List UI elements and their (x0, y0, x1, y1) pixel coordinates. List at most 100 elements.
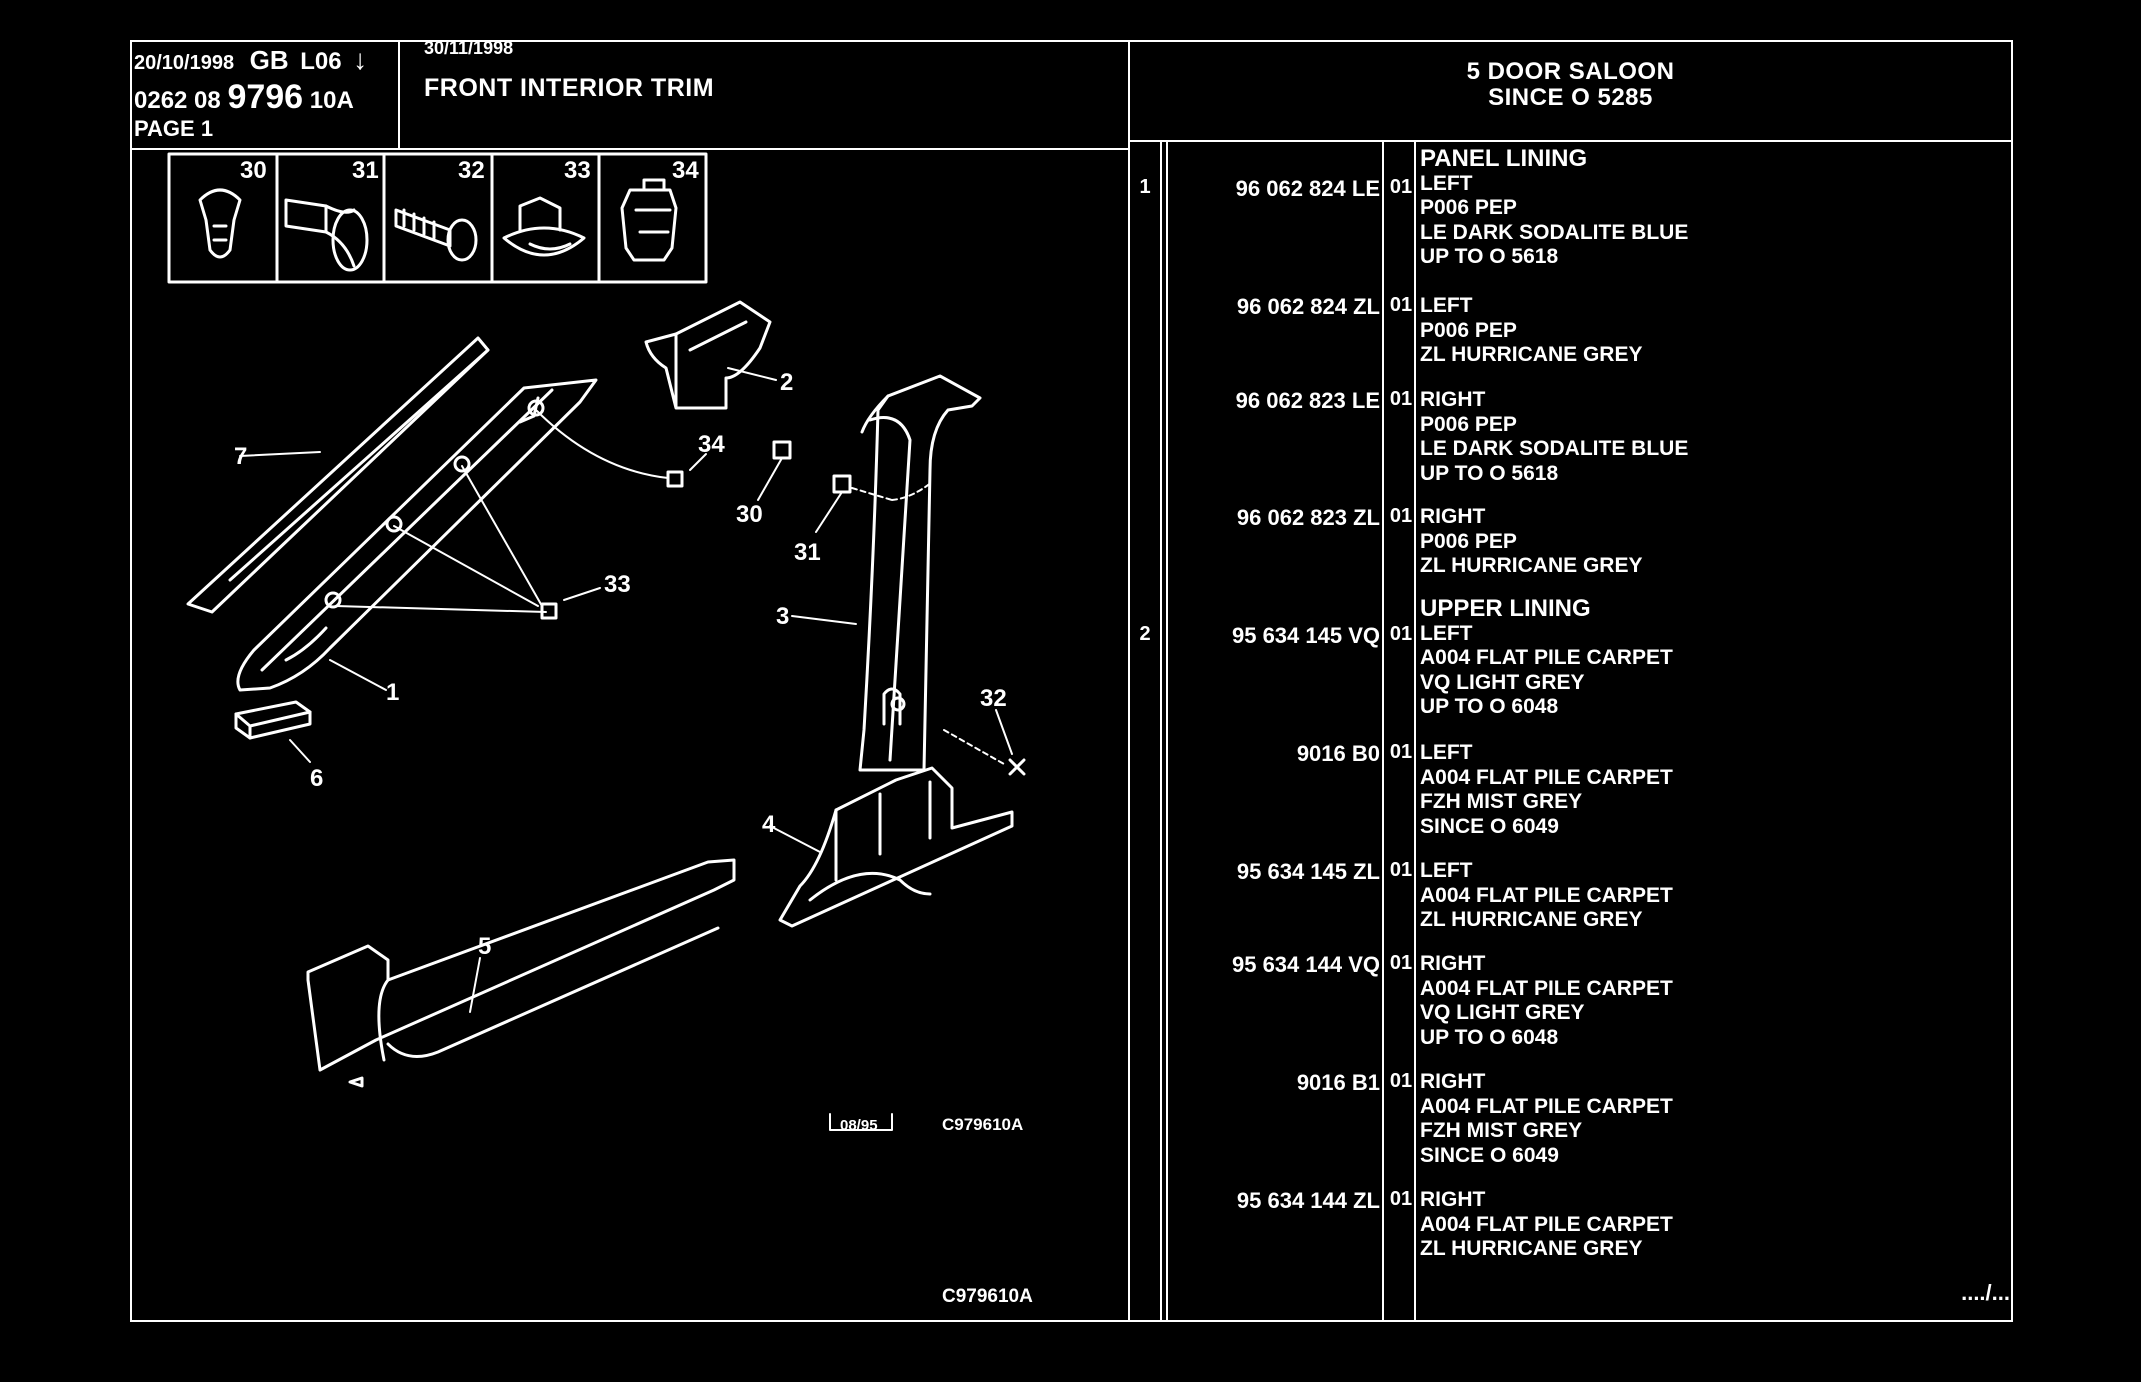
part-3 (791, 374, 982, 772)
callout-32: 32 (980, 685, 1007, 712)
part-2 (644, 300, 777, 410)
part-description: UPPER LINING LEFT A004 FLAT PILE CARPET … (1420, 595, 1673, 720)
part-group-title: UPPER LINING (1420, 595, 1591, 622)
part-5 (306, 858, 736, 1088)
footer-ref: C979610A (942, 1286, 1033, 1307)
part-group-title: PANEL LINING (1420, 145, 1588, 172)
quantity: 01 (1389, 294, 1413, 316)
fastener-label-31: 31 (352, 157, 379, 184)
header-separator (398, 40, 400, 149)
desc-line: A004 FLAT PILE CARPET (1420, 1212, 1673, 1236)
col-line-qty (1414, 142, 1416, 1322)
desc-line: P006 PEP (1420, 412, 1517, 436)
stamp-ref: C979610A (942, 1115, 1023, 1134)
col-line-partno (1382, 142, 1384, 1322)
callout-7: 7 (234, 443, 247, 470)
desc-line: RIGHT (1420, 505, 1486, 528)
part-description: RIGHT P006 PEP LE DARK SODALITE BLUE UP … (1420, 388, 1688, 486)
part-number[interactable]: 9016 B1 (1296, 1070, 1380, 1095)
header-region: GB (249, 45, 289, 75)
catalog-frame (130, 40, 2013, 1322)
desc-line: RIGHT (1420, 1070, 1486, 1093)
part-number[interactable]: 96 062 823 LE (1235, 388, 1380, 413)
fastener-label-30: 30 (240, 157, 267, 184)
quantity: 01 (1389, 176, 1413, 198)
desc-line: RIGHT (1420, 1188, 1486, 1211)
stamp-date: 08/95 (840, 1117, 878, 1134)
header-date2: 30/11/1998 (424, 38, 514, 58)
desc-line: LEFT (1420, 294, 1473, 317)
desc-line: A004 FLAT PILE CARPET (1420, 976, 1673, 1000)
desc-line: LE DARK SODALITE BLUE (1420, 220, 1689, 244)
fastener-34-icon (620, 178, 678, 262)
desc-line: LEFT (1420, 621, 1473, 645)
callout-1: 1 (386, 679, 399, 706)
desc-line: A004 FLAT PILE CARPET (1420, 646, 1673, 669)
callout-33: 33 (604, 571, 631, 598)
catalog-prefix: 0262 08 (134, 87, 221, 114)
part-number[interactable]: 96 062 824 ZL (1236, 294, 1380, 319)
part-number[interactable]: 95 634 144 ZL (1236, 1188, 1380, 1213)
part-description: RIGHT A004 FLAT PILE CARPET ZL HURRICANE… (1420, 1188, 1673, 1262)
desc-line: VQ LIGHT GREY (1420, 670, 1585, 694)
desc-line: UP TO O 5618 (1420, 461, 1559, 485)
part-number[interactable]: 95 634 145 VQ (1231, 623, 1380, 648)
fastener-label-34: 34 (672, 157, 699, 184)
col-line-ref (1160, 142, 1162, 1322)
quantity: 01 (1389, 623, 1413, 645)
fastener-label-33: 33 (564, 157, 591, 184)
part-number[interactable]: 96 062 823 ZL (1236, 505, 1380, 530)
col-line-ref-2 (1166, 142, 1168, 1322)
fastener-label-32: 32 (458, 157, 485, 184)
page-number: PAGE 1 (134, 116, 214, 141)
desc-line: P006 PEP (1420, 318, 1517, 342)
callout-2: 2 (780, 369, 793, 396)
callout-6: 6 (310, 765, 323, 792)
header-line1: 20/10/1998 GB L06 ↓ (134, 44, 367, 76)
desc-line: ZL HURRICANE GREY (1420, 554, 1643, 577)
part-6 (234, 700, 312, 763)
part-number[interactable]: 95 634 144 VQ (1231, 952, 1380, 977)
desc-line: UP TO O 6048 (1420, 695, 1559, 718)
catalog-number: 9796 (227, 78, 304, 116)
desc-line: UP TO O 6048 (1420, 1025, 1559, 1049)
desc-line: RIGHT (1420, 388, 1486, 411)
desc-line: ZL HURRICANE GREY (1420, 908, 1643, 931)
quantity: 01 (1389, 388, 1413, 410)
catalog-suffix: 10A (309, 87, 354, 114)
quantity: 01 (1389, 505, 1413, 527)
header-code: L06 (300, 48, 342, 75)
page-title: FRONT INTERIOR TRIM (424, 74, 715, 102)
fastener-33-icon (502, 196, 586, 257)
continuation-marker[interactable]: ..../... (1961, 1280, 2010, 1305)
callout-4: 4 (762, 811, 776, 838)
header-divider-right (1128, 140, 2013, 142)
desc-line: SINCE O 6049 (1420, 814, 1559, 838)
desc-line: LEFT (1420, 741, 1473, 764)
model-line2: SINCE O 5285 (1488, 84, 1653, 111)
callout-3: 3 (776, 603, 789, 630)
quantity: 01 (1389, 1070, 1413, 1092)
callout-30: 30 (736, 501, 763, 528)
part-number[interactable]: 95 634 145 ZL (1236, 859, 1380, 884)
part-1 (236, 378, 598, 692)
desc-line: LE DARK SODALITE BLUE (1420, 437, 1689, 460)
part-number[interactable]: 96 062 824 LE (1235, 176, 1380, 201)
part-7 (186, 336, 490, 614)
part-description: RIGHT P006 PEP ZL HURRICANE GREY (1420, 505, 1642, 579)
quantity: 01 (1389, 741, 1413, 763)
desc-line: UP TO O 5618 (1420, 245, 1559, 268)
fastener-30-icon (198, 188, 242, 259)
desc-line: P006 PEP (1420, 196, 1517, 219)
main-separator (1128, 40, 1130, 1322)
fastener-32-icon (394, 208, 478, 262)
header-divider-left (130, 148, 1128, 150)
part-number[interactable]: 9016 B0 (1296, 741, 1380, 766)
exploded-diagram: 30 31 32 33 34 1 2 3 4 5 6 7 30 31 32 33… (167, 152, 1033, 1307)
callout-5: 5 (478, 933, 491, 960)
desc-line: ZL HURRICANE GREY (1420, 343, 1643, 366)
quantity: 01 (1389, 859, 1413, 881)
desc-line: A004 FLAT PILE CARPET (1420, 883, 1673, 907)
row-ref: 1 (1139, 176, 1151, 198)
desc-line: VQ LIGHT GREY (1420, 1001, 1585, 1024)
